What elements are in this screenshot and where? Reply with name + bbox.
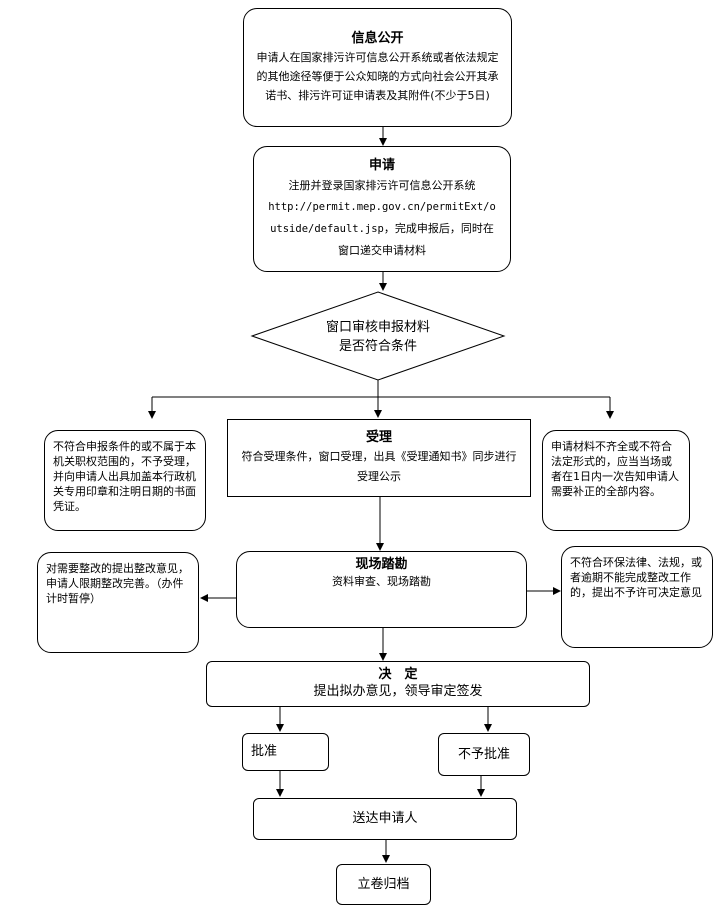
decide-text: 提出拟办意见，领导审定签发 <box>313 684 483 699</box>
reject-left-box: 不符合申报条件的或不属于本机关职权范围的，不予受理，并向申请人出具加盖本行政机关… <box>44 430 206 531</box>
archive-label: 立卷归档 <box>357 876 410 892</box>
rectify-left-text: 对需要整改的提出整改意见，申请人限期整改完善。（办件计时暂停） <box>46 562 189 605</box>
publicity-title: 信息公开 <box>351 31 404 46</box>
not-approve-box: 不予批准 <box>438 733 530 776</box>
inspect-text: 资料审查、现场踏勘 <box>332 575 431 588</box>
deny-right-text: 不符合环保法律、法规，或者逾期不能完成整改工作的，提出不予许可决定意见 <box>570 556 702 599</box>
apply-title: 申请 <box>368 158 395 173</box>
rectify-left-box: 对需要整改的提出整改意见，申请人限期整改完善。（办件计时暂停） <box>37 552 199 653</box>
archive-box: 立卷归档 <box>336 864 431 905</box>
decide-box: 决 定 提出拟办意见，领导审定签发 <box>206 661 590 707</box>
apply-box: 申请 注册并登录国家排污许可信息公开系统 http://permit.mep.go… <box>253 146 511 272</box>
apply-line1: 注册并登录国家排污许可信息公开系统 <box>288 179 476 192</box>
supplement-right-text: 申请材料不齐全或不符合法定形式的，应当当场或者在1日内一次告知申请人需要补正的全… <box>551 440 679 498</box>
accept-title: 受理 <box>365 430 392 445</box>
apply-url: http://permit.mep.gov.cn/permitExt/outsi… <box>268 201 496 235</box>
review-line1: 窗口审核申报材料 <box>325 320 430 335</box>
supplement-right-box: 申请材料不齐全或不符合法定形式的，应当当场或者在1日内一次告知申请人需要补正的全… <box>542 430 690 531</box>
accept-box: 受理 符合受理条件，窗口受理，出具《受理通知书》同步进行受理公示 <box>227 419 531 497</box>
publicity-text: 申请人在国家排污许可信息公开系统或者依法规定的其他途径等便于公众知晓的方式向社会… <box>256 51 499 102</box>
reject-left-text: 不符合申报条件的或不属于本机关职权范围的，不予受理，并向申请人出具加盖本行政机关… <box>53 440 196 513</box>
accept-text: 符合受理条件，窗口受理，出具《受理通知书》同步进行受理公示 <box>241 450 517 483</box>
approve-box: 批准 <box>242 733 329 771</box>
apply-text: 注册并登录国家排污许可信息公开系统 http://permit.mep.gov.c… <box>266 175 498 261</box>
deny-right-box: 不符合环保法律、法规，或者逾期不能完成整改工作的，提出不予许可决定意见 <box>561 546 713 648</box>
inspect-box: 现场踏勘 资料审查、现场踏勘 <box>236 551 527 628</box>
approve-label: 批准 <box>251 744 278 759</box>
not-approve-label: 不予批准 <box>457 746 510 762</box>
inspect-title: 现场踏勘 <box>355 557 408 572</box>
review-diamond-text: 窗口审核申报材料 是否符合条件 <box>290 318 466 356</box>
review-line2: 是否符合条件 <box>338 339 417 354</box>
deliver-label: 送达申请人 <box>352 811 418 826</box>
deliver-box: 送达申请人 <box>253 798 517 840</box>
publicity-box: 信息公开 申请人在国家排污许可信息公开系统或者依法规定的其他途径等便于公众知晓的… <box>243 8 512 127</box>
apply-line3: ，完成申报后，同时在窗口递交申请材料 <box>338 222 494 257</box>
decide-title: 决 定 <box>378 667 418 682</box>
